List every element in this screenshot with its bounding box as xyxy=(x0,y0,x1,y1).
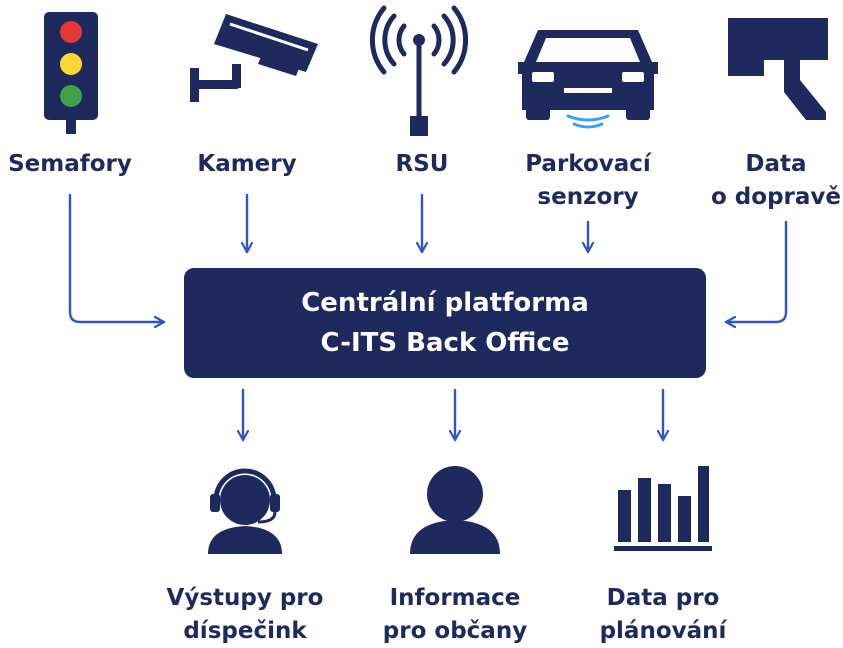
traffic-light-icon xyxy=(44,12,98,134)
input-arrows xyxy=(68,193,788,322)
bar-chart-icon xyxy=(614,466,712,551)
arrow-semafory xyxy=(68,193,166,322)
antenna-icon xyxy=(369,5,469,136)
label-rsu: RSU xyxy=(395,151,449,177)
arrow-data xyxy=(724,220,788,322)
person-icon xyxy=(410,466,500,554)
output-arrows xyxy=(243,388,663,442)
central-platform-text: Centrální platforma C-ITS Back Office xyxy=(184,268,706,378)
central-platform-subtitle: C-ITS Back Office xyxy=(320,328,570,358)
car-sensor-icon xyxy=(518,30,658,129)
central-platform-box xyxy=(184,268,706,378)
traffic-data-icon xyxy=(728,18,828,120)
headset-operator-icon xyxy=(208,468,282,554)
camera-icon xyxy=(190,14,318,102)
label-kamery: Kamery xyxy=(197,151,297,177)
label-semafory: Semafory xyxy=(8,151,132,177)
central-platform-title: Centrální platforma xyxy=(301,288,589,318)
